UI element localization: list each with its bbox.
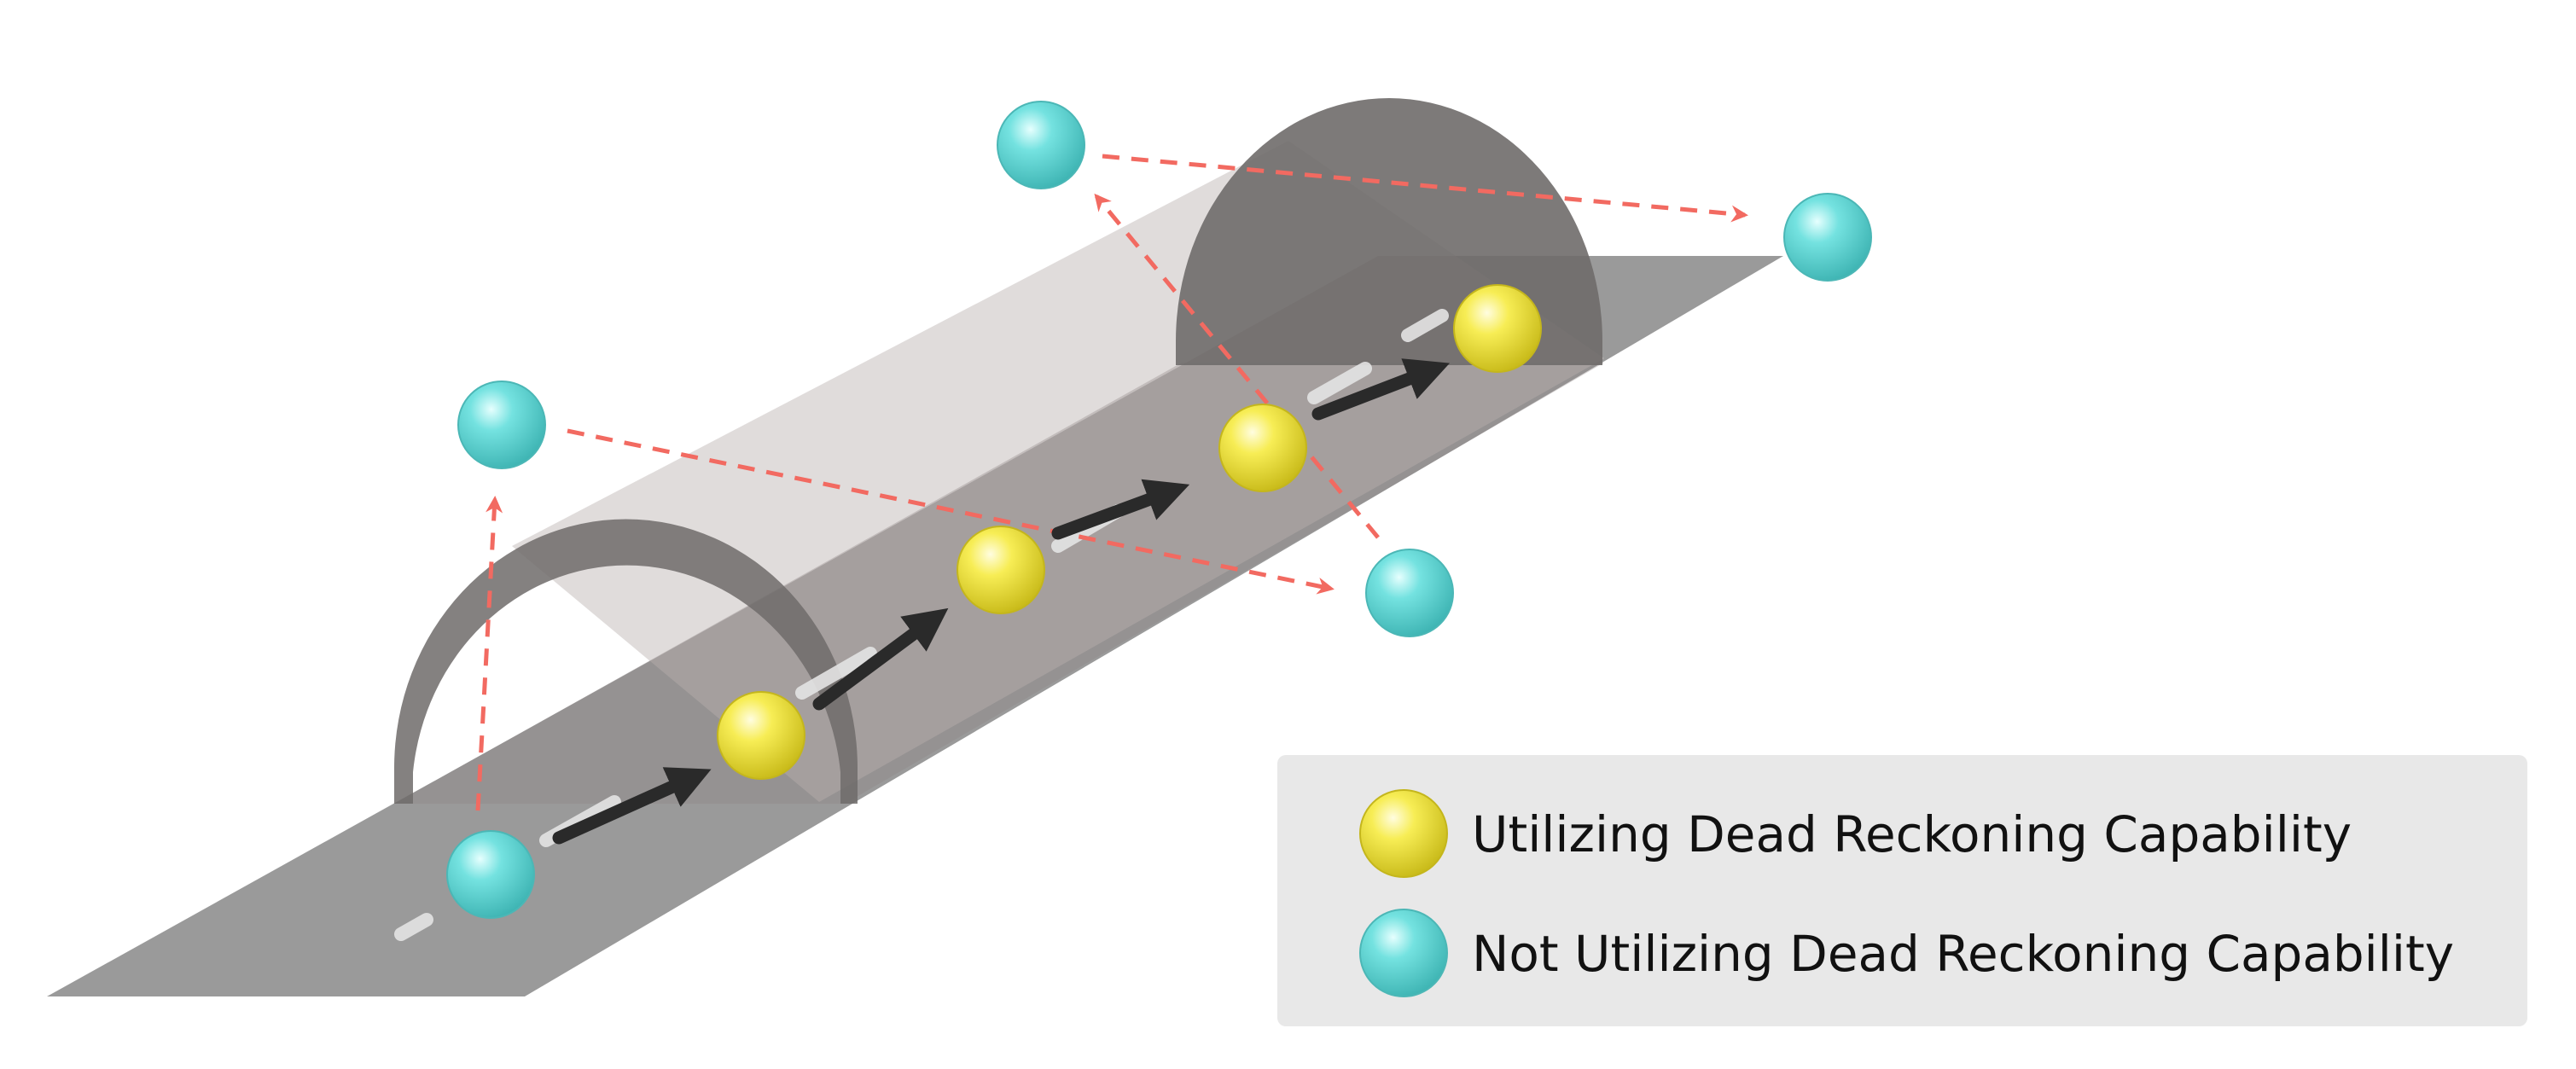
signal-path-start-up: [475, 496, 503, 811]
cyan-sphere-icon: [1359, 909, 1448, 997]
yellow-sphere: [717, 691, 805, 780]
motion-arrow-2: [812, 607, 949, 711]
legend: Utilizing Dead Reckoning Capability Not …: [1277, 755, 2527, 1026]
legend-label-dead-reckoning: Utilizing Dead Reckoning Capability: [1472, 805, 2352, 863]
vehicles-no-dead-reckoning: [446, 101, 1872, 919]
yellow-sphere: [1218, 404, 1307, 492]
signal-path-left-right: [567, 428, 1335, 595]
cyan-sphere: [997, 101, 1085, 189]
motion-arrow-4: [1311, 358, 1451, 421]
yellow-sphere-icon: [1359, 789, 1448, 878]
motion-arrow-3: [1051, 479, 1190, 540]
legend-box: [1277, 755, 2527, 1026]
legend-label-no-dead-reckoning: Not Utilizing Dead Reckoning Capability: [1472, 925, 2454, 983]
signal-paths: [475, 154, 1748, 811]
cyan-sphere: [1783, 193, 1872, 282]
signal-path-right-up: [1094, 193, 1380, 539]
vehicles-dead-reckoning: [717, 284, 1542, 780]
motion-arrow-1: [552, 767, 712, 845]
cyan-sphere: [1365, 549, 1454, 637]
yellow-sphere: [1453, 284, 1542, 373]
motion-arrows: [552, 358, 1451, 845]
signal-path-top-right: [1102, 154, 1748, 223]
yellow-sphere: [957, 526, 1045, 614]
cyan-sphere: [446, 830, 535, 919]
tunnel-entrance-arch: [394, 519, 858, 804]
cyan-sphere: [457, 381, 546, 469]
